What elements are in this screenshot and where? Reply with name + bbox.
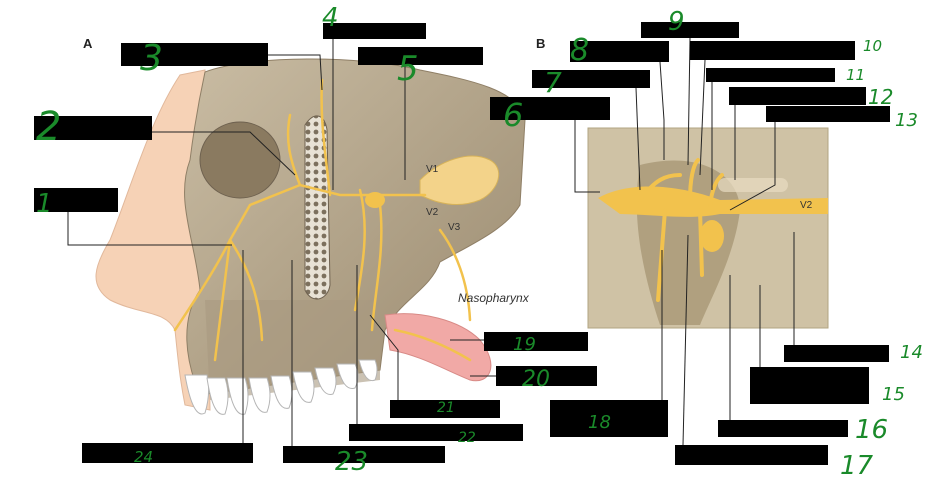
redaction-14: [784, 345, 889, 362]
redaction-17: [675, 445, 828, 465]
redaction-13: [766, 106, 890, 122]
panel-letter-a: A: [83, 36, 93, 51]
handwritten-7: 7: [544, 66, 562, 99]
nasal-septum-spongy: [304, 115, 331, 300]
redaction-1: [34, 188, 118, 212]
redaction-23: [283, 446, 445, 463]
redaction-11: [706, 68, 835, 82]
handwritten-numbers: 1 2 3 4 5 6 7 8 9 10 11 12 13 14 15 16 1…: [36, 3, 923, 481]
trigeminal-ganglion: [419, 155, 500, 205]
label-nasopharynx: Nasopharynx: [458, 291, 530, 305]
handwritten-11: 11: [846, 66, 865, 84]
maxillary-nerve-v2-trunk: [598, 186, 828, 217]
label-v1: V1: [426, 164, 439, 175]
handwritten-16: 16: [855, 415, 888, 445]
redaction-10: [690, 41, 855, 60]
panel-a-illustration: [95, 58, 526, 415]
leader-lines: [67, 37, 795, 446]
redaction-5: [358, 47, 483, 65]
redaction-20: [496, 366, 597, 386]
pterygopalatine-ganglion-a: [365, 192, 385, 208]
panel-b-illustration: [587, 127, 829, 329]
handwritten-22: 22: [458, 430, 476, 446]
tongue-soft-palate: [384, 313, 492, 382]
label-v2: V2: [426, 207, 439, 218]
handwritten-10: 10: [863, 37, 882, 55]
handwritten-21: 21: [437, 400, 455, 416]
redaction-16: [718, 420, 848, 437]
pterygopalatine-ganglion-b: [700, 220, 724, 252]
handwritten-4: 4: [322, 3, 339, 33]
handwritten-9: 9: [668, 7, 685, 37]
redaction-18: [550, 400, 668, 437]
handwritten-23: 23: [335, 447, 368, 477]
redaction-9: [641, 22, 739, 38]
face-skin-outline: [95, 69, 211, 411]
label-v2-panel-b: V2: [800, 200, 813, 211]
handwritten-8: 8: [570, 33, 589, 68]
handwritten-20: 20: [522, 367, 550, 392]
handwritten-6: 6: [503, 96, 523, 134]
redaction-19: [484, 332, 588, 351]
redaction-3: [121, 43, 268, 66]
handwritten-13: 13: [895, 110, 918, 131]
handwritten-15: 15: [882, 384, 905, 405]
handwritten-24: 24: [134, 448, 153, 466]
redaction-22: [349, 424, 523, 441]
redaction-15: [750, 367, 869, 404]
handwritten-5: 5: [397, 49, 419, 89]
redaction-7: [532, 70, 650, 88]
handwritten-17: 17: [840, 451, 874, 481]
redaction-6: [490, 97, 610, 120]
redaction-12: [729, 87, 866, 105]
orbit: [199, 121, 281, 199]
handwritten-18: 18: [588, 412, 611, 433]
panel-letter-b: B: [536, 36, 545, 51]
handwritten-14: 14: [900, 342, 923, 363]
redaction-21: [390, 400, 500, 418]
redaction-4: [323, 23, 426, 39]
foramen-rotundum-cylinder: [718, 178, 788, 192]
upper-teeth: [184, 359, 378, 415]
redaction-8: [570, 41, 669, 62]
redaction-2: [34, 116, 152, 140]
handwritten-19: 19: [513, 334, 536, 355]
handwritten-3: 3: [140, 38, 163, 79]
label-v3: V3: [448, 222, 461, 233]
redaction-24: [82, 443, 253, 463]
redacted-labels: [34, 22, 890, 465]
handwritten-1: 1: [36, 189, 53, 219]
handwritten-2: 2: [36, 104, 61, 150]
handwritten-12: 12: [868, 85, 893, 109]
